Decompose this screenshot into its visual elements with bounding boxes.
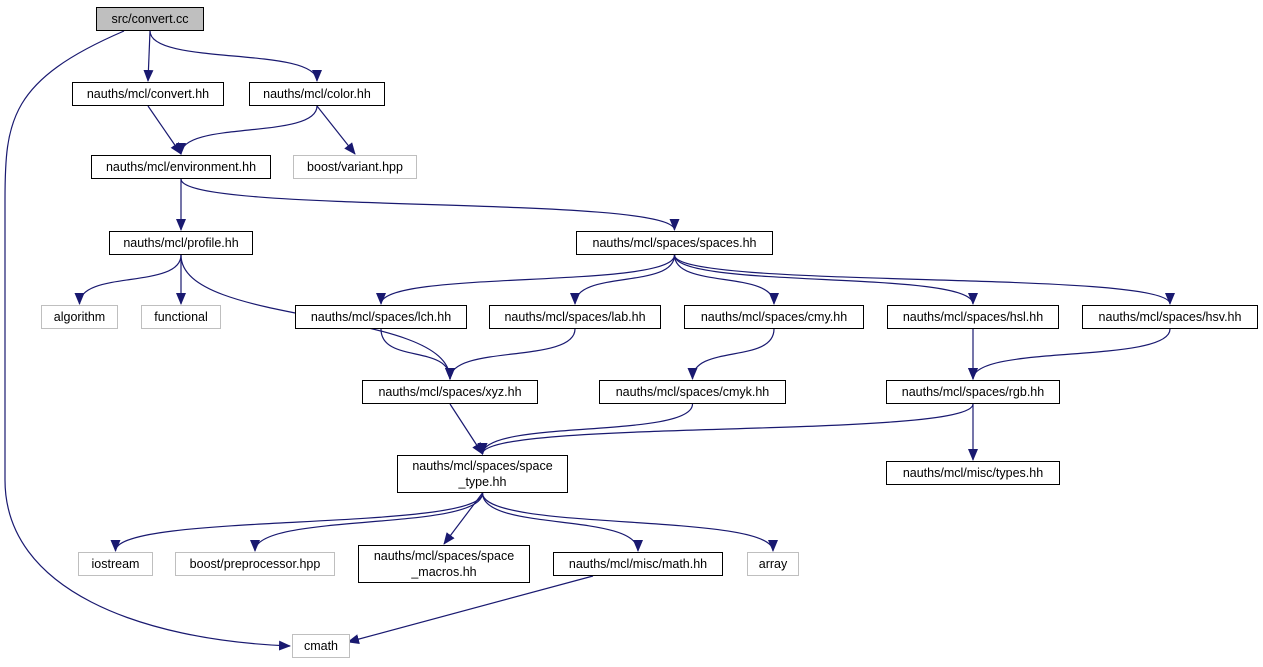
node-hsv-hh[interactable]: nauths/mcl/spaces/hsv.hh <box>1082 305 1258 329</box>
edge-convert-cc-to-color-hh <box>149 30 322 82</box>
edge-math-hh-to-cmath <box>347 575 594 644</box>
edge-convert-cc-to-cmath <box>4 30 291 651</box>
node-space-macros-hh[interactable]: nauths/mcl/spaces/space _macros.hh <box>358 545 530 583</box>
node-array[interactable]: array <box>747 552 799 576</box>
node-boost-variant[interactable]: boost/variant.hpp <box>293 155 417 179</box>
edge-hsv-hh-to-rgb-hh <box>968 328 1171 380</box>
node-functional[interactable]: functional <box>141 305 221 329</box>
node-space-type-hh[interactable]: nauths/mcl/spaces/space _type.hh <box>397 455 568 493</box>
edge-cmyk-hh-to-space-type-hh <box>477 403 694 455</box>
edge-lch-hh-to-xyz-hh <box>380 328 455 380</box>
edge-profile-hh-to-algorithm <box>74 254 182 305</box>
node-spaces-hh[interactable]: nauths/mcl/spaces/spaces.hh <box>576 231 773 255</box>
edge-spaces-hh-to-lab-hh <box>570 254 676 305</box>
edge-spaces-hh-to-hsv-hh <box>673 254 1175 305</box>
edge-color-hh-to-boost-variant <box>316 105 356 155</box>
node-rgb-hh[interactable]: nauths/mcl/spaces/rgb.hh <box>886 380 1060 404</box>
edge-space-type-hh-to-boost-preprocessor <box>250 492 484 552</box>
dependency-edges <box>4 30 1175 651</box>
edge-convert-hh-to-environment-hh <box>147 105 182 155</box>
edge-space-type-hh-to-iostream <box>110 492 484 552</box>
node-boost-preprocessor[interactable]: boost/preprocessor.hpp <box>175 552 335 576</box>
node-cmy-hh[interactable]: nauths/mcl/spaces/cmy.hh <box>684 305 864 329</box>
edge-convert-cc-to-convert-hh <box>143 30 154 82</box>
node-environment-hh[interactable]: nauths/mcl/environment.hh <box>91 155 271 179</box>
node-convert-hh[interactable]: nauths/mcl/convert.hh <box>72 82 224 106</box>
node-iostream[interactable]: iostream <box>78 552 153 576</box>
node-cmath[interactable]: cmath <box>292 634 350 658</box>
edge-color-hh-to-environment-hh <box>176 105 318 155</box>
node-color-hh[interactable]: nauths/mcl/color.hh <box>249 82 385 106</box>
node-src-convert-cc[interactable]: src/convert.cc <box>96 7 204 31</box>
edge-space-type-hh-to-array <box>481 492 778 552</box>
edge-xyz-hh-to-space-type-hh <box>449 403 484 455</box>
node-math-hh[interactable]: nauths/mcl/misc/math.hh <box>553 552 723 576</box>
edge-cmy-hh-to-cmyk-hh <box>687 328 775 380</box>
edge-spaces-hh-to-lch-hh <box>376 254 676 305</box>
edge-space-type-hh-to-space-macros-hh <box>443 492 483 545</box>
edge-spaces-hh-to-hsl-hh <box>673 254 978 305</box>
node-lab-hh[interactable]: nauths/mcl/spaces/lab.hh <box>489 305 661 329</box>
node-profile-hh[interactable]: nauths/mcl/profile.hh <box>109 231 253 255</box>
node-xyz-hh[interactable]: nauths/mcl/spaces/xyz.hh <box>362 380 538 404</box>
node-algorithm[interactable]: algorithm <box>41 305 118 329</box>
edge-rgb-hh-to-space-type-hh <box>477 403 974 455</box>
node-hsl-hh[interactable]: nauths/mcl/spaces/hsl.hh <box>887 305 1059 329</box>
node-types-hh[interactable]: nauths/mcl/misc/types.hh <box>886 461 1060 485</box>
edge-spaces-hh-to-cmy-hh <box>673 254 779 305</box>
edge-lab-hh-to-xyz-hh <box>445 328 576 380</box>
node-cmyk-hh[interactable]: nauths/mcl/spaces/cmyk.hh <box>599 380 786 404</box>
node-lch-hh[interactable]: nauths/mcl/spaces/lch.hh <box>295 305 467 329</box>
edge-space-type-hh-to-math-hh <box>481 492 643 552</box>
edge-environment-hh-to-spaces-hh <box>180 178 680 231</box>
